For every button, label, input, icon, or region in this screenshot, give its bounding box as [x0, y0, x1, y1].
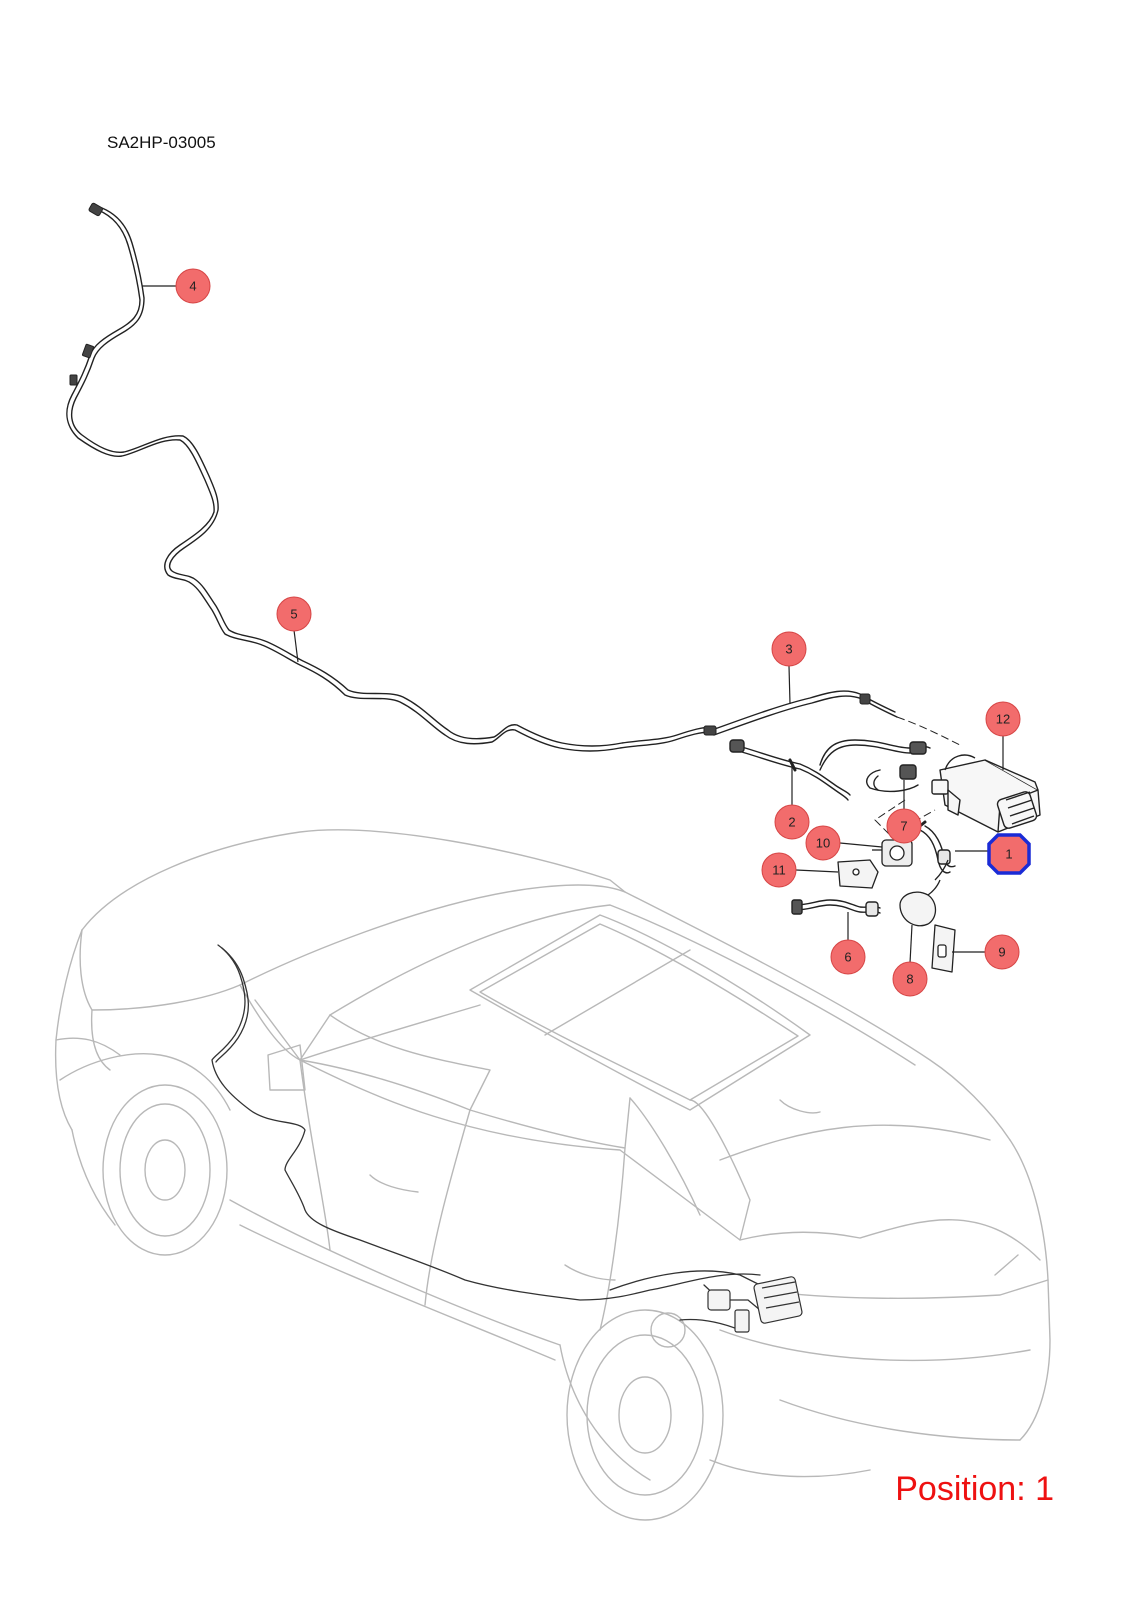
- vehicle-pipe-routing: [211, 944, 761, 1331]
- callout-12-marker[interactable]: [985, 701, 1021, 737]
- part-8-filter: [899, 859, 949, 927]
- callout-8-label: 8: [906, 972, 913, 987]
- callout-12-label: 12: [996, 712, 1010, 727]
- fuel-vapor-pipe: [66, 207, 898, 752]
- callout-2-label: 2: [788, 815, 795, 830]
- callout-7-label: 7: [900, 819, 907, 834]
- position-indicator: Position: 1: [895, 1470, 1054, 1508]
- callout-8[interactable]: 8: [892, 961, 928, 997]
- callout-7-marker[interactable]: [886, 808, 922, 844]
- leader-lines: [142, 285, 1004, 964]
- callout-12[interactable]: 12: [985, 701, 1021, 737]
- part-6-hose: [791, 899, 881, 917]
- callout-5-marker[interactable]: [276, 596, 312, 632]
- callout-1-marker[interactable]: [987, 833, 1031, 875]
- callout-10-label: 10: [816, 836, 830, 851]
- callout-2[interactable]: 2: [774, 804, 810, 840]
- callout-1[interactable]: 1: [987, 833, 1031, 875]
- callouts: 1 2 3 4 5 6 7 8: [175, 268, 1031, 997]
- callout-5-label: 5: [290, 607, 297, 622]
- callout-4-label: 4: [189, 279, 196, 294]
- callout-5[interactable]: 5: [276, 596, 312, 632]
- callout-11-marker[interactable]: [761, 852, 797, 888]
- callout-6[interactable]: 6: [830, 939, 866, 975]
- vehicle-outline: [54, 829, 1051, 1521]
- callout-9[interactable]: 9: [984, 934, 1020, 970]
- vehicle-canister-assembly: [707, 1276, 803, 1333]
- callout-6-label: 6: [844, 950, 851, 965]
- callout-8-marker[interactable]: [892, 961, 928, 997]
- callout-3-marker[interactable]: [771, 631, 807, 667]
- callout-2-marker[interactable]: [774, 804, 810, 840]
- callout-3-label: 3: [785, 642, 792, 657]
- part-11-bracket: [837, 859, 879, 889]
- callout-10-marker[interactable]: [805, 825, 841, 861]
- callout-1-label: 1: [1005, 847, 1012, 862]
- pipe-connectors: [69, 202, 871, 736]
- callout-6-marker[interactable]: [830, 939, 866, 975]
- part-12-canister: [931, 754, 1041, 833]
- callout-7[interactable]: 7: [886, 808, 922, 844]
- callout-4[interactable]: 4: [175, 268, 211, 304]
- callout-9-label: 9: [998, 945, 1005, 960]
- part-10-valve: [872, 839, 913, 867]
- part-2-hose: [729, 739, 851, 801]
- diagram-code: SA2HP-03005: [107, 133, 216, 152]
- assembly-dashed-lines: [874, 716, 961, 836]
- callout-11[interactable]: 11: [761, 852, 797, 888]
- callout-4-marker[interactable]: [175, 268, 211, 304]
- part-9-bracket: [931, 924, 956, 973]
- callout-10[interactable]: 10: [805, 825, 841, 861]
- callout-11-label: 11: [772, 863, 786, 878]
- callout-3[interactable]: 3: [771, 631, 807, 667]
- callout-9-marker[interactable]: [984, 934, 1020, 970]
- part-3-hose-loop: [819, 739, 931, 793]
